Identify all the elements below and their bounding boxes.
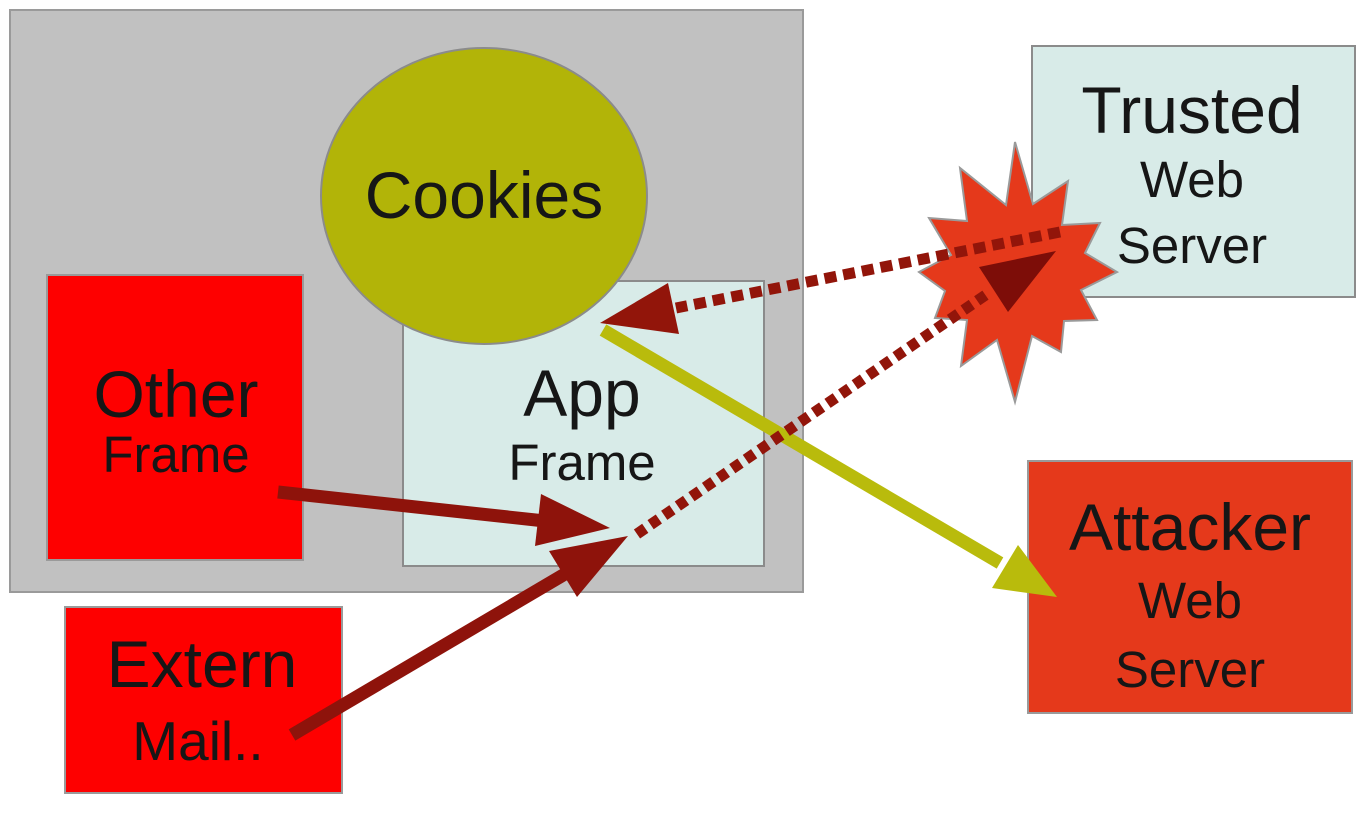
attacker-server-label: Attacker [1069,490,1311,564]
other-frame [46,274,304,561]
arrow-app-to-attacker [599,324,1057,597]
cookies-label: Cookies [365,158,603,232]
extern-mail-sublabel: Mail.. [132,710,263,772]
trusted-server-label: Trusted [1081,73,1302,147]
attacker-server-sublabel2: Server [1115,641,1265,698]
trusted-server-sublabel2: Server [1117,217,1267,274]
arrow-other-to-app [277,485,610,546]
app-frame-sublabel: Frame [508,434,655,491]
other-frame-sublabel: Frame [102,426,249,483]
attacker-web-server [1027,460,1353,714]
app-frame-label: App [523,356,640,430]
arrow-app-to-attacker-shaft [599,324,1004,569]
arrow-extern-to-app-shaft [288,565,574,741]
cookies-store [320,47,648,345]
arrow-app-to-trusted-head [979,251,1056,312]
arrow-app-to-trusted-dashed [633,251,1056,539]
arrow-extern-to-app [288,536,628,741]
arrow-other-to-app-shaft [277,485,546,528]
arrow-app-to-trusted-shaft [633,287,994,539]
attacker-server-sublabel1: Web [1138,572,1242,629]
arrow-extern-to-app-head [549,536,628,597]
extern-mail-label: Extern [107,627,298,701]
arrow-trusted-to-app-dashed [600,226,1062,334]
arrow-app-to-attacker-head [992,545,1057,597]
extern-mail [64,606,343,794]
other-frame-label: Other [93,357,258,431]
trusted-server-sublabel1: Web [1140,151,1244,208]
arrow-trusted-to-app-shaft [674,226,1062,314]
arrow-trusted-to-app-head [600,283,679,334]
arrow-other-to-app-head [535,494,610,546]
